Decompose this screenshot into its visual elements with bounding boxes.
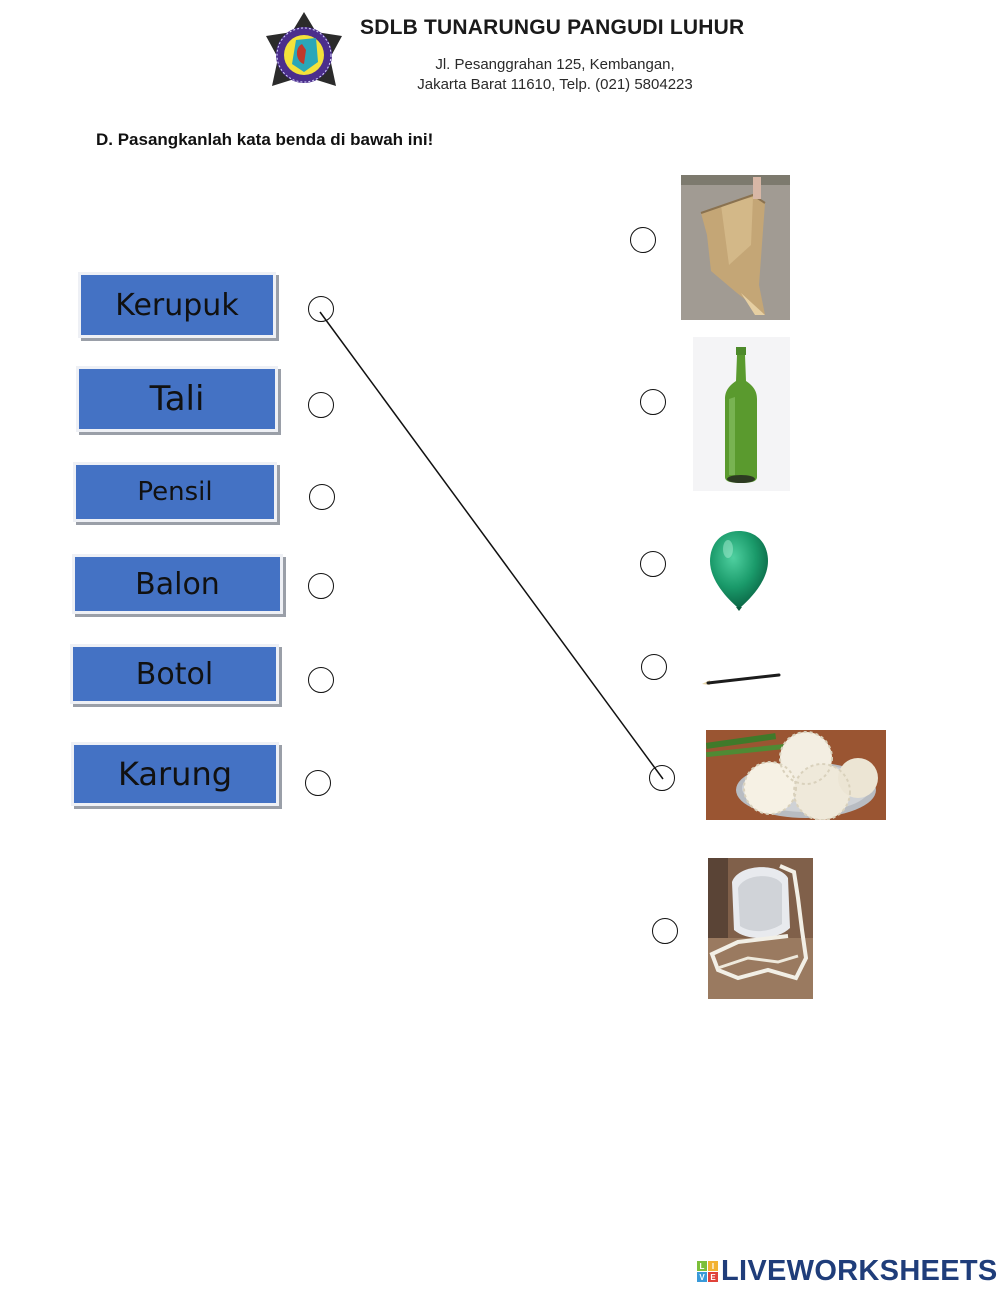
picture-dot-rope[interactable] xyxy=(652,918,678,944)
word-box-karung[interactable]: Karung xyxy=(71,742,279,806)
word-dot-kerupuk[interactable] xyxy=(308,296,334,322)
liveworksheets-logo[interactable]: L I V E LIVEWORKSHEETS xyxy=(697,1255,998,1288)
picture-dot-pencil[interactable] xyxy=(641,654,667,680)
tile-l: L xyxy=(697,1261,707,1271)
school-address: Jl. Pesanggrahan 125, Kembangan, Jakarta… xyxy=(390,55,720,95)
live-tiles-icon: L I V E xyxy=(697,1261,718,1282)
tile-i: I xyxy=(708,1261,718,1271)
school-emblem-icon xyxy=(260,10,348,96)
word-label: Balon xyxy=(135,566,220,602)
picture-dot-sack[interactable] xyxy=(630,227,656,253)
tile-e: E xyxy=(708,1272,718,1282)
word-box-tali[interactable]: Tali xyxy=(76,366,278,432)
word-dot-botol[interactable] xyxy=(308,667,334,693)
word-box-pensil[interactable]: Pensil xyxy=(73,462,277,522)
word-dot-pensil[interactable] xyxy=(309,484,335,510)
school-name: SDLB TUNARUNGU PANGUDI LUHUR xyxy=(360,16,745,39)
brand-name: LIVEWORKSHEETS xyxy=(721,1255,998,1287)
picture-dot-crackers[interactable] xyxy=(649,765,675,791)
balloon-image xyxy=(706,527,772,613)
crackers-image xyxy=(706,730,886,820)
instruction-text: D. Pasangkanlah kata benda di bawah ini! xyxy=(96,130,434,149)
pencil-image xyxy=(700,668,782,688)
word-label: Kerupuk xyxy=(115,287,239,323)
word-label: Pensil xyxy=(137,477,213,507)
tile-v: V xyxy=(697,1272,707,1282)
word-dot-balon[interactable] xyxy=(308,573,334,599)
word-label: Tali xyxy=(149,379,205,419)
word-label: Botol xyxy=(135,656,214,692)
word-box-kerupuk[interactable]: Kerupuk xyxy=(78,272,276,338)
picture-dot-bottle[interactable] xyxy=(640,389,666,415)
word-dot-karung[interactable] xyxy=(305,770,331,796)
word-box-botol[interactable]: Botol xyxy=(70,644,279,704)
word-box-balon[interactable]: Balon xyxy=(72,554,283,614)
word-dot-tali[interactable] xyxy=(308,392,334,418)
rope-image xyxy=(708,858,813,999)
picture-dot-balloon[interactable] xyxy=(640,551,666,577)
word-label: Karung xyxy=(117,755,233,793)
sack-image xyxy=(681,175,790,320)
address-line-2: Jakarta Barat 11610, Telp. (021) 5804223 xyxy=(417,76,693,93)
bottle-image xyxy=(693,337,790,491)
address-line-1: Jl. Pesanggrahan 125, Kembangan, xyxy=(435,56,675,73)
